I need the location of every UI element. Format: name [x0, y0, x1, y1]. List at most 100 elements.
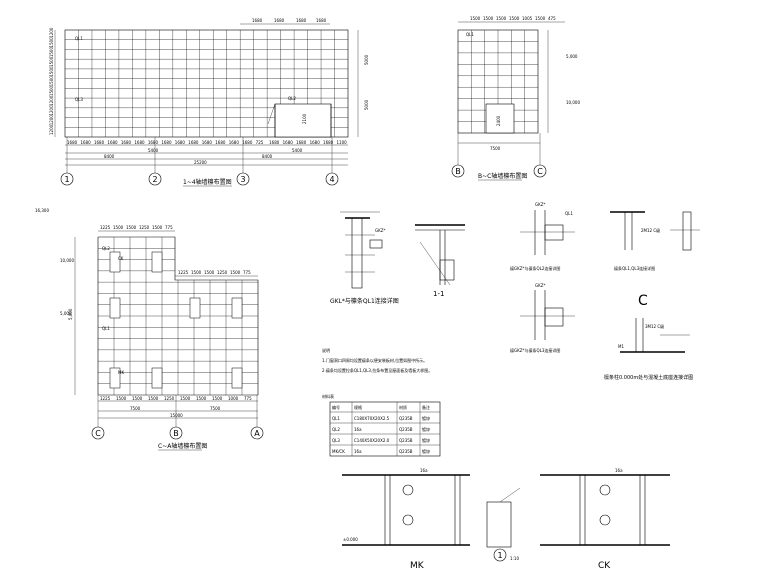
e14-bottom-dim: 1680: [67, 140, 78, 145]
detail-1-number: 1: [497, 551, 502, 560]
e14-left-dim: 1200: [49, 124, 54, 135]
e14-bottom-dim: 1680: [310, 140, 321, 145]
note-line-2: 2.檩条均设置拉条QL1,QL3,拉条布置见屋面板及墙板大样图。: [322, 367, 432, 373]
e14-bottom-dim: 1680: [107, 140, 118, 145]
eca-left-dim: 5,000: [68, 308, 73, 320]
axis-c-top: C: [537, 167, 543, 176]
e14-bottom-dim: 1680: [134, 140, 145, 145]
gkl-detail: GKZ* GKL*与檩条QL1连接详图: [330, 211, 399, 305]
window-opening: [231, 367, 243, 389]
eca-level-mid: 10,000: [60, 258, 74, 263]
e14-left-dim: 1200: [49, 115, 54, 126]
eca-bottom-dim: 775: [244, 396, 252, 401]
section-1-1: 1-1: [415, 224, 465, 298]
mk-beam-label: 16a: [420, 468, 428, 473]
ql-bolt-label: 2M12 C级: [641, 227, 660, 233]
e14-right-dim-2: 5000: [364, 99, 369, 110]
gkl-detail-title: GKL*与檩条QL1连接详图: [330, 297, 399, 305]
table-cell: Q235B: [399, 449, 413, 454]
e14-left-dim: 1200: [49, 27, 54, 38]
e14-span-dim-2: 8400: [262, 154, 273, 159]
e14-left-dim: 1500: [49, 37, 54, 48]
table-heading: 材料表: [322, 393, 334, 399]
eca-top-dim: 1500: [126, 225, 137, 230]
eca-bottom-dim: 1250: [164, 396, 175, 401]
eca-mid-dim: 1500: [230, 270, 241, 275]
window-opening: [109, 367, 121, 389]
table-cell: Q235B: [399, 416, 413, 421]
table-cell: QL2: [332, 427, 340, 432]
table-cell: MK/CK: [332, 449, 345, 454]
base-detail-title: 檩条柱0.000m处与混凝土底座连接详图: [604, 374, 693, 381]
eca-span-2: 7500: [210, 406, 221, 411]
eca-mid-dim: 1500: [191, 270, 202, 275]
e14-mid-dim-1: 5400: [148, 148, 159, 153]
gkz-ql1-tag: QL1: [565, 211, 573, 216]
table-cell: 16a: [354, 427, 362, 432]
elevation-1-4: QL2 QL1 QL3 2100 1680 1680 1680 1680 168…: [49, 18, 369, 187]
elevation-b-c-title: B~C轴墙檩布置图: [478, 172, 527, 180]
e14-bottom-dim: 1680: [283, 140, 294, 145]
e14-bottom-dim: 1680: [121, 140, 132, 145]
eca-mid-dim: 1500: [204, 270, 215, 275]
table-cell: 镀锌: [422, 437, 430, 443]
e14-bottom-dim: 1680: [323, 140, 334, 145]
axis-a-bottom: A: [254, 429, 260, 438]
e14-right-dim-1: 5000: [364, 54, 369, 65]
gkz-tag-1: GKZ*: [535, 202, 545, 207]
ck-beam-label: 16a: [615, 468, 623, 473]
window-opening: [109, 251, 121, 273]
gkz-detail-1: GKZ* QL1 檩GKZ*与檩条QL2连接详图: [510, 202, 575, 271]
eca-bottom-dim: 1500: [148, 396, 159, 401]
mk-level: ±0.000: [343, 537, 358, 542]
eca-bottom-dim: 1500: [196, 396, 207, 401]
eca-mid-dim: 1225: [178, 270, 189, 275]
e14-left-dim: 1200: [49, 105, 54, 116]
detail-1: 1 1:10: [486, 487, 521, 562]
detail-1-scale: 1:10: [510, 556, 519, 561]
eca-top-dim: 1225: [100, 225, 111, 230]
table-cell: C180X70X20X2.5: [354, 416, 390, 421]
e14-left-dim: 1500: [49, 85, 54, 96]
table-cell: QL1: [332, 416, 340, 421]
e14-mid-dim-2: 5400: [292, 148, 303, 153]
e14-bottom-dim: 1680: [202, 140, 213, 145]
section-1-1-title: 1-1: [433, 290, 444, 298]
elevation-c-a-title: C~A轴墙檩布置图: [158, 442, 207, 450]
axis-c-bottom: C: [95, 429, 101, 438]
e14-left-dim: 1500: [49, 47, 54, 58]
notes-block: 说明 1.门窗洞口四周均设置檩条以便安装板材,位置如图中所示。 2.檩条均设置拉…: [322, 347, 432, 373]
axis-b-top: B: [455, 167, 461, 176]
base-detail: C 3M12 C级 M1 檩条柱0.000m处与混凝土底座连接详图: [604, 293, 693, 381]
table-header-cell: 备注: [422, 404, 430, 410]
ql-detail-title: 檩条QL1,QL3连接详图: [614, 265, 655, 271]
eca-bottom-dim: 1500: [180, 396, 191, 401]
e14-span-dim-1: 8400: [104, 154, 115, 159]
ebc-top-dim: 1500: [483, 16, 494, 21]
e14-bottom-dim: 1680: [296, 140, 307, 145]
eca-mid-dim: 775: [243, 270, 251, 275]
gkl-tag: GKZ*: [375, 228, 385, 233]
gkz-detail-2-title: 檩GKZ*与檩条QL3连接详图: [510, 347, 560, 353]
window-opening: [231, 297, 243, 319]
eca-bottom-dim: 1500: [132, 396, 143, 401]
ebc-level-2: 10,000: [566, 100, 580, 105]
e14-left-dim: 1500: [49, 66, 54, 77]
table-cell: 镀锌: [422, 448, 430, 454]
mk-frame: 16a ±0.000 MK: [342, 468, 470, 570]
table-cell: Q235B: [399, 438, 413, 443]
table-cell: 镀锌: [422, 415, 430, 421]
ebc-top-dim: 1005: [522, 16, 533, 21]
window-opening: [189, 297, 201, 319]
axis-2: 2: [152, 175, 157, 184]
axis-3: 3: [240, 175, 245, 184]
axis-b-bottom: B: [173, 429, 179, 438]
ebc-span: 7500: [490, 146, 501, 151]
base-bolt-label: 3M12 C级: [645, 323, 664, 329]
eca-top-dim: 1250: [139, 225, 150, 230]
ebc-top-dim: 1500: [470, 16, 481, 21]
elevation-1-4-title: 1~4轴墙檩布置图: [183, 178, 232, 186]
